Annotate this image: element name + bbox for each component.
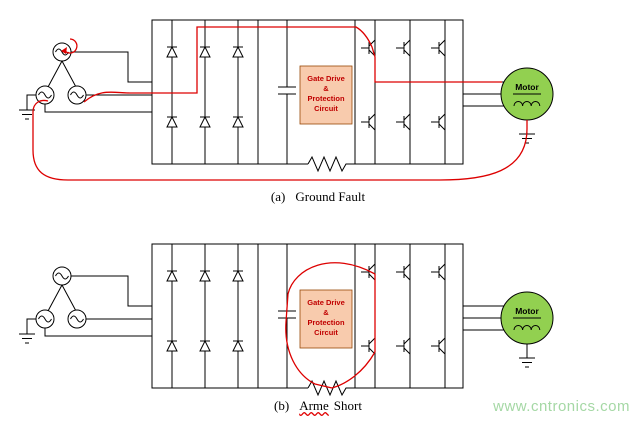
caption-b-word: Arme [299,398,329,413]
caption-arm-short: (b) Arme Short [0,398,636,414]
fault-arrowhead [61,47,67,54]
watermark: www.cntronics.com [493,398,630,415]
caption-a-label: (a) [270,189,286,204]
fault-rotation-arrow [64,38,78,54]
arm-short-diagram [18,243,554,396]
caption-a-text: Ground Fault [295,189,366,204]
caption-b-text: Short [333,398,362,413]
caption-b-label: (b) [274,398,290,413]
ground-fault-current-path [32,26,528,181]
caption-ground-fault: (a) Ground Fault [0,189,636,205]
arm-short-current-path [285,262,376,389]
ground-fault-diagram [18,19,554,181]
